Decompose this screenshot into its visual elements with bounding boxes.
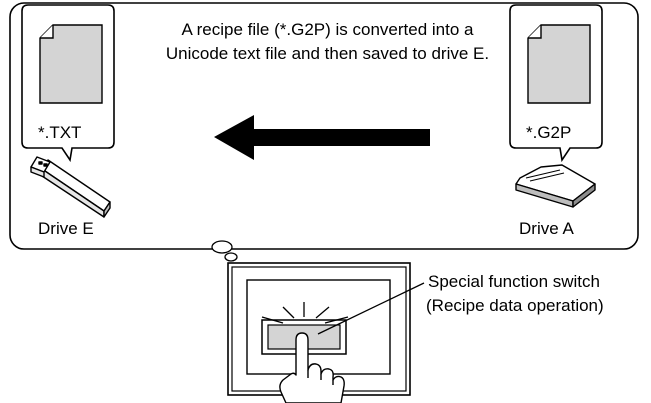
source-file-icon	[509, 4, 603, 163]
drive-a-label: Drive A	[519, 219, 574, 238]
target-file-label: *.TXT	[38, 123, 82, 142]
arrow-left-icon	[214, 115, 430, 160]
description-text: A recipe file (*.G2P) is converted into …	[165, 20, 490, 63]
connector-bubbles	[211, 240, 238, 262]
sd-card-icon	[515, 164, 596, 208]
outer-panel	[9, 2, 639, 250]
drive-e-label: Drive E	[38, 219, 94, 238]
usb-drive-icon	[30, 156, 111, 218]
switch-label-line1: Special function switch	[428, 272, 600, 291]
document-icon	[527, 24, 591, 104]
switch-label-line2: (Recipe data operation)	[426, 296, 604, 315]
pointing-hand-icon	[279, 332, 345, 403]
leader-line	[317, 282, 425, 335]
source-file-label: *.G2P	[526, 123, 572, 142]
document-icon	[39, 24, 103, 104]
target-file-icon	[21, 4, 115, 163]
